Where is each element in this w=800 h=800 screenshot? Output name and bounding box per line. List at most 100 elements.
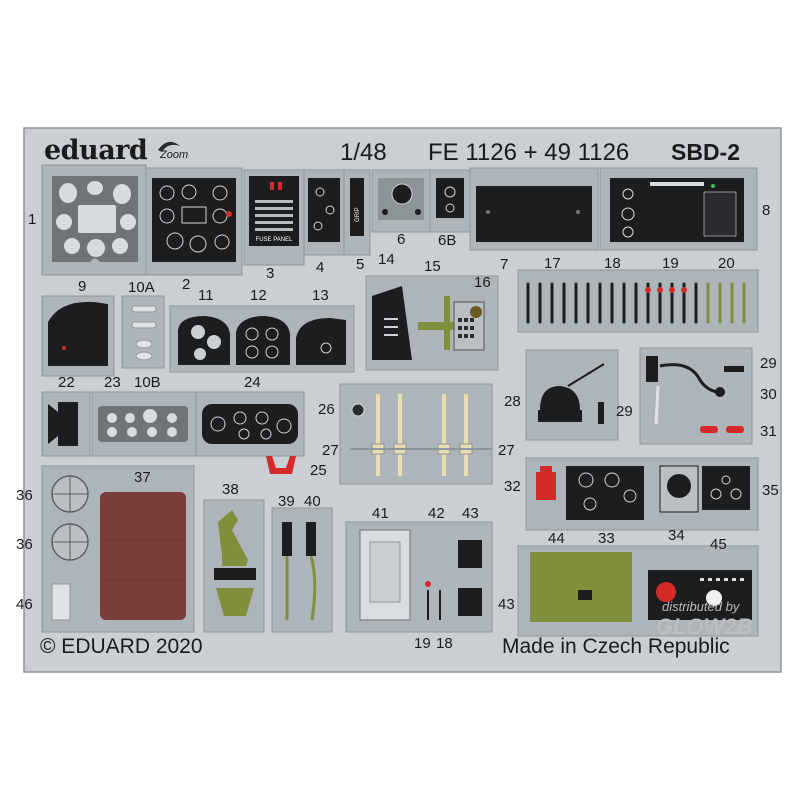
part-2-warning-light xyxy=(226,211,232,217)
part-6b-dial-2 xyxy=(445,203,455,213)
part-37-texture xyxy=(104,519,182,601)
part-8-switch-row xyxy=(650,182,704,186)
part-39-panel xyxy=(282,522,292,556)
part-9-panel xyxy=(48,301,108,366)
part-label-22: 22 xyxy=(58,374,75,391)
part-14-panel xyxy=(372,286,412,360)
part-19-red-knobs xyxy=(645,287,687,293)
part-44-plate xyxy=(578,590,592,600)
part-label-13: 13 xyxy=(312,287,329,304)
part-6b-dial xyxy=(444,186,456,198)
part-19-knob xyxy=(425,581,431,587)
part-16-knob xyxy=(470,306,482,318)
part-label-29-b: 29 xyxy=(760,355,777,372)
part-9-red-light xyxy=(62,346,66,350)
part-label-6: 6 xyxy=(397,231,406,248)
part-10a-brackets xyxy=(131,305,157,361)
part-label-31: 31 xyxy=(760,423,777,440)
part-2-instrument-panel xyxy=(152,178,236,262)
part-label-16: 16 xyxy=(474,274,491,291)
part-label-4: 4 xyxy=(316,259,325,276)
part-13-dial xyxy=(320,342,332,354)
part-35-panel xyxy=(702,466,750,510)
part-37-seat-back xyxy=(100,492,186,620)
part-17-20-levers xyxy=(526,282,746,324)
origin-notice: Made in Czech Republic xyxy=(502,635,730,658)
part-label-25: 25 xyxy=(310,462,327,479)
part-label-41: 41 xyxy=(372,505,389,522)
part-45-red-dial xyxy=(656,582,676,602)
part-38-band xyxy=(214,568,256,580)
part-38-stick xyxy=(218,510,248,566)
zoom-logo-swoosh xyxy=(158,141,180,152)
part-label-19-b: 19 xyxy=(414,635,431,652)
part-11-holes xyxy=(191,325,221,360)
part-label-45: 45 xyxy=(710,536,727,553)
part-12-panel xyxy=(236,316,290,365)
part-label-34: 34 xyxy=(668,527,685,544)
part-6-knob xyxy=(382,209,388,215)
part-17-20-carrier xyxy=(517,269,759,333)
part-33-panel xyxy=(566,466,644,520)
copyright-notice: © EDUARD 2020 xyxy=(40,635,203,658)
part-28-base xyxy=(538,410,582,422)
part-32-part xyxy=(536,466,556,500)
part-26-washer xyxy=(351,403,365,417)
part-label-6b: 6B xyxy=(438,232,457,249)
part-label-43-a: 43 xyxy=(462,505,479,522)
part-label-33: 33 xyxy=(598,530,615,547)
part-23-bracket xyxy=(48,404,58,444)
part-6-dial xyxy=(391,183,413,205)
part-label-46: 46 xyxy=(16,596,33,613)
part-12-dials xyxy=(245,327,279,359)
part-7-rivet xyxy=(486,210,490,214)
part-6-knob-2 xyxy=(415,209,421,215)
part-label-40: 40 xyxy=(304,493,321,510)
part-34-gauge xyxy=(667,474,691,498)
part-7-rivet-2 xyxy=(576,210,580,214)
part-label-44: 44 xyxy=(548,530,565,547)
part-27-rails xyxy=(376,394,468,476)
part-label-9: 9 xyxy=(78,278,87,295)
part-36-gear-spokes xyxy=(52,476,88,560)
part-46-strap xyxy=(51,583,71,621)
part-label-30: 30 xyxy=(760,386,777,403)
part-15-bracket xyxy=(418,296,468,350)
part-33-dials xyxy=(578,472,637,511)
part-label-5: 5 xyxy=(356,256,365,273)
part-4-switches xyxy=(313,187,335,231)
part-29-bar xyxy=(598,402,604,424)
part-label-7: 7 xyxy=(500,256,509,273)
part-label-10b: 10B xyxy=(134,374,161,391)
part-3-fuse-rows xyxy=(255,200,293,231)
part-label-24: 24 xyxy=(244,374,261,391)
part-label-2: 2 xyxy=(182,276,191,293)
part-10b-panel xyxy=(98,406,188,442)
part-29-connector xyxy=(646,356,658,382)
part-label-10a: 10A xyxy=(128,279,155,296)
part-44-panel xyxy=(530,552,632,622)
part-38-base xyxy=(216,588,254,616)
part-28-seat xyxy=(540,386,580,410)
part-40-rod xyxy=(309,555,317,621)
part-7-panel xyxy=(476,186,592,242)
model-name: SBD-2 xyxy=(671,139,741,165)
part-label-17: 17 xyxy=(544,255,561,272)
brand-sub-logo: Zoom xyxy=(160,149,189,161)
part-30-cable xyxy=(659,363,721,394)
part-label-11: 11 xyxy=(198,287,214,304)
part-24-panel xyxy=(202,404,298,444)
part-label-35: 35 xyxy=(762,482,779,499)
part-label-1: 1 xyxy=(28,211,37,228)
part-24-dials xyxy=(210,411,292,440)
part-label-19: 19 xyxy=(662,255,679,272)
part-10b-holes xyxy=(107,409,177,437)
part-25-pedal xyxy=(266,456,296,474)
part-label-43-b: 43 xyxy=(498,596,515,613)
part-label-15: 15 xyxy=(424,258,441,275)
part-29-bar-2 xyxy=(724,366,744,372)
part-30-plug xyxy=(715,387,725,397)
part-8-radio xyxy=(703,191,737,237)
part-3-fuse-red-2 xyxy=(278,182,282,190)
